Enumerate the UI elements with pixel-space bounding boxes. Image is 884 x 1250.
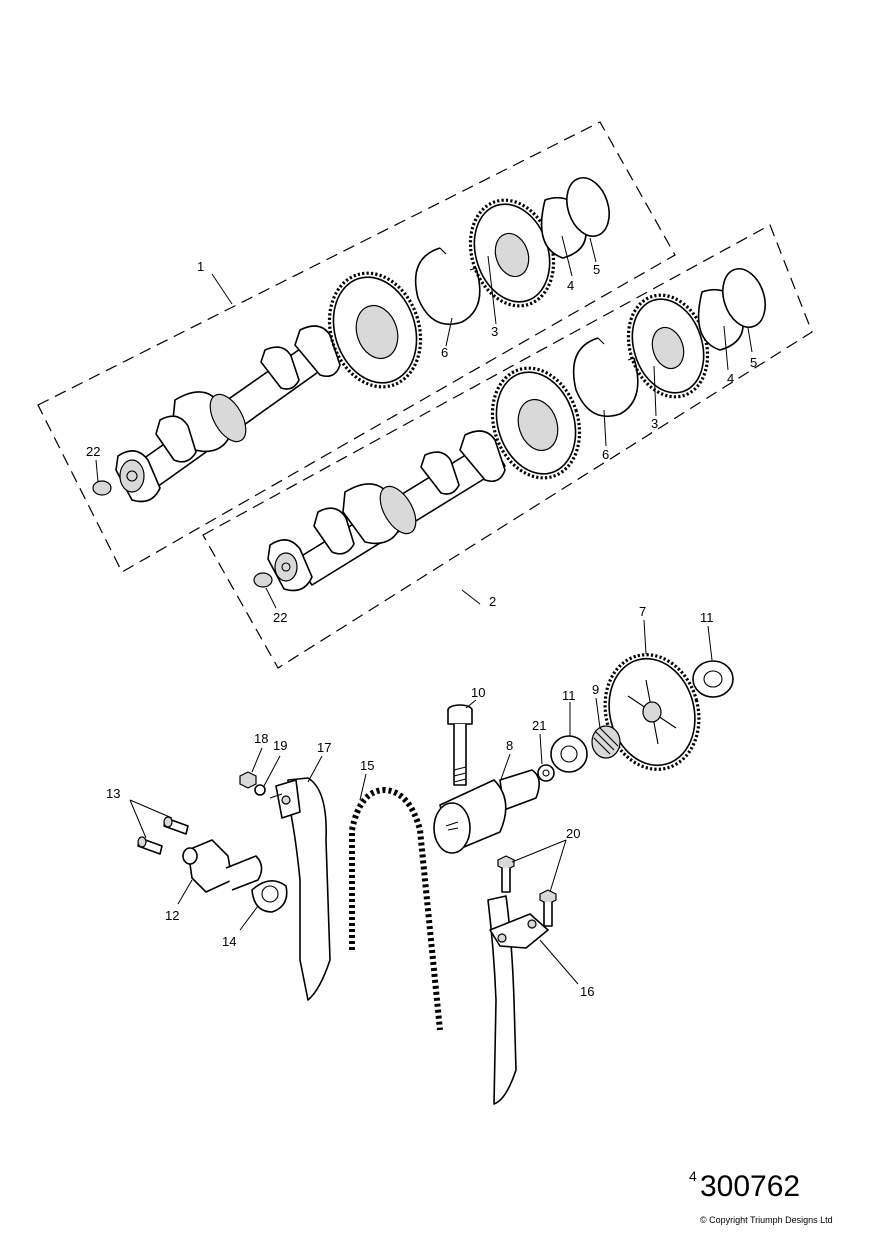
callout-16: 16 <box>580 984 594 999</box>
drawing-number-prefix: 4 <box>689 1168 697 1184</box>
callout-11-left: 11 <box>562 688 576 703</box>
bolt-20-lower <box>539 889 557 927</box>
chain-guide-16 <box>487 895 549 1105</box>
callout-13: 13 <box>106 786 120 801</box>
callout-14: 14 <box>222 934 236 949</box>
callout-4-upper: 4 <box>567 278 574 293</box>
callout-4-lower: 4 <box>727 371 734 386</box>
leader-lines <box>95 235 753 985</box>
callout-3-upper: 3 <box>491 324 498 339</box>
callout-9: 9 <box>592 682 599 697</box>
callout-20: 20 <box>566 826 580 841</box>
lower-circlip-5 <box>722 268 766 328</box>
camshaft-upper <box>115 325 341 503</box>
idler-shaft-8 <box>433 769 540 854</box>
bearing-9 <box>591 725 621 759</box>
callout-8: 8 <box>506 738 513 753</box>
assembly-box-2 <box>202 224 813 669</box>
idler-sprocket-7 <box>603 653 701 771</box>
upper-circlip-6 <box>414 247 481 326</box>
callout-6-lower: 6 <box>602 447 609 462</box>
callout-10: 10 <box>471 685 485 700</box>
stud-guide-17 <box>269 793 283 799</box>
assembly-box-1 <box>37 121 676 573</box>
callout-15: 15 <box>360 758 374 773</box>
lower-sprocket-3 <box>626 293 710 399</box>
drawing-number: 300762 <box>700 1170 801 1203</box>
nut-18 <box>239 771 257 789</box>
upper-plug-22 <box>92 480 112 496</box>
camshaft-lower <box>267 430 506 592</box>
upper-circlip-5 <box>566 177 610 237</box>
bolt-13-lower <box>137 836 163 855</box>
bolt-10 <box>447 704 473 786</box>
callout-22-upper: 22 <box>86 444 100 459</box>
callout-6-upper: 6 <box>441 345 448 360</box>
lower-plug-22 <box>253 572 273 588</box>
washer-11-left <box>550 735 588 773</box>
callout-3-lower: 3 <box>651 416 658 431</box>
bolt-13-upper <box>163 816 189 835</box>
lower-sprocket-large <box>490 366 582 480</box>
callout-18: 18 <box>254 731 268 746</box>
callout-22-lower: 22 <box>273 610 287 625</box>
cam-chain-15 <box>349 786 443 1031</box>
upper-sprocket-large <box>327 271 423 389</box>
washer-19 <box>254 784 266 796</box>
callout-5-upper: 5 <box>593 262 600 277</box>
washer-21 <box>537 764 555 782</box>
callout-21: 21 <box>532 718 546 733</box>
callout-17: 17 <box>317 740 331 755</box>
callout-11-right: 11 <box>700 610 714 625</box>
washer-11-right <box>692 660 734 698</box>
copyright-notice: © Copyright Triumph Designs Ltd <box>700 1215 833 1225</box>
callout-19: 19 <box>273 738 287 753</box>
bolt-20-upper <box>497 855 515 893</box>
tensioner-12 <box>182 839 263 893</box>
callout-2: 2 <box>489 594 496 609</box>
callout-5-lower: 5 <box>750 355 757 370</box>
callout-7: 7 <box>639 604 646 619</box>
chain-guide-17 <box>275 777 331 1001</box>
callout-1: 1 <box>197 259 204 274</box>
callout-12: 12 <box>165 908 179 923</box>
